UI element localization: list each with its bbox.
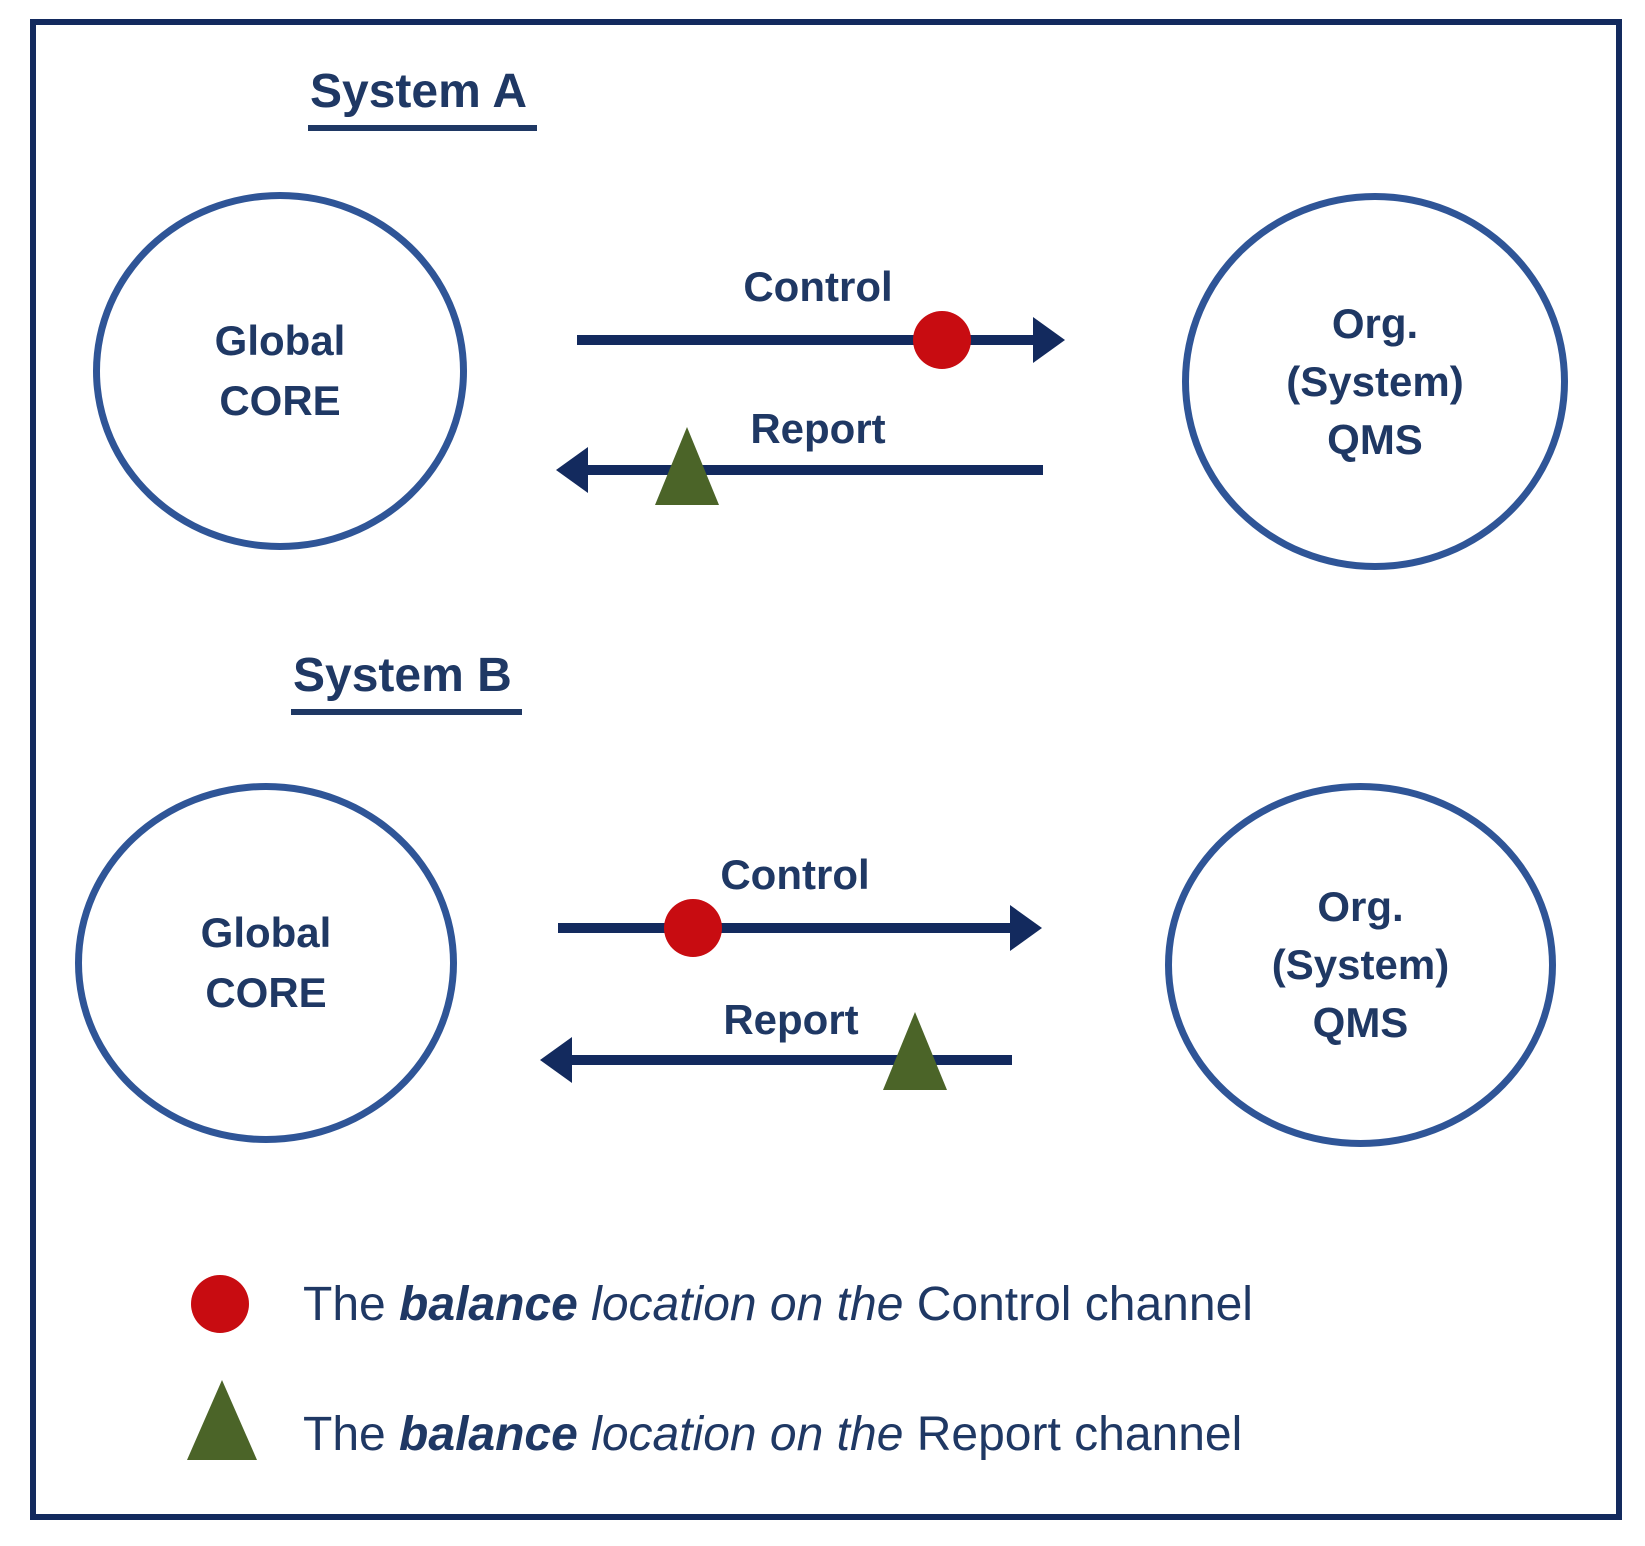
red-circle-marker	[664, 899, 722, 957]
global-core-label: Global CORE	[215, 311, 346, 431]
node-line: (System)	[1286, 357, 1464, 405]
legend-text-suffix: Report channel	[916, 1408, 1243, 1461]
node-line: (System)	[1271, 941, 1450, 988]
org-qms-label: Org. (System) QMS	[1286, 295, 1463, 469]
arrowhead-left-icon	[540, 1037, 572, 1083]
report-arrow-label: Report	[750, 405, 886, 452]
org-qms-label: Org. (System) QMS	[1272, 878, 1449, 1052]
node-line: Org.	[1331, 299, 1419, 347]
node-line: Global	[214, 317, 346, 364]
legend-text-suffix: Control channel	[916, 1278, 1253, 1331]
global-core-circle: Global CORE	[93, 192, 467, 550]
red-circle-icon	[191, 1275, 249, 1333]
control-arrow-line	[558, 923, 1012, 933]
legend-text-prefix: The	[303, 1278, 400, 1331]
report-arrow-line	[586, 465, 1043, 475]
report-arrow-label: Report	[723, 996, 859, 1043]
legend-text-middle: location on the	[577, 1408, 917, 1461]
green-triangle-marker	[655, 427, 719, 505]
node-line: QMS	[1327, 415, 1423, 463]
legend-text-balance: balance	[399, 1408, 578, 1461]
system-a-title: System A	[308, 64, 537, 131]
node-line: QMS	[1312, 999, 1409, 1046]
legend-text-balance: balance	[399, 1278, 578, 1331]
legend-report-text: The balance location on the Report chann…	[303, 1405, 1242, 1465]
node-line: CORE	[219, 377, 341, 424]
legend-text-prefix: The	[303, 1408, 400, 1461]
green-triangle-icon	[187, 1380, 257, 1460]
control-arrow-label: Control	[720, 851, 870, 898]
global-core-label: Global CORE	[201, 903, 332, 1023]
node-line: Org.	[1317, 883, 1404, 930]
arrowhead-left-icon	[556, 447, 588, 493]
legend-control-text: The balance location on the Control chan…	[303, 1275, 1253, 1335]
legend-text-middle: location on the	[577, 1278, 917, 1331]
system-b-title: System B	[291, 648, 522, 715]
arrowhead-right-icon	[1010, 905, 1042, 951]
node-line: Global	[200, 909, 332, 956]
org-qms-circle: Org. (System) QMS	[1182, 193, 1568, 570]
report-arrow-line	[570, 1055, 1012, 1065]
org-qms-circle: Org. (System) QMS	[1165, 783, 1556, 1147]
control-arrow-line	[577, 335, 1035, 345]
green-triangle-marker	[883, 1012, 947, 1090]
node-line: CORE	[205, 969, 327, 1016]
global-core-circle: Global CORE	[75, 783, 457, 1143]
control-arrow-label: Control	[743, 263, 893, 310]
red-circle-marker	[913, 311, 971, 369]
arrowhead-right-icon	[1033, 317, 1065, 363]
